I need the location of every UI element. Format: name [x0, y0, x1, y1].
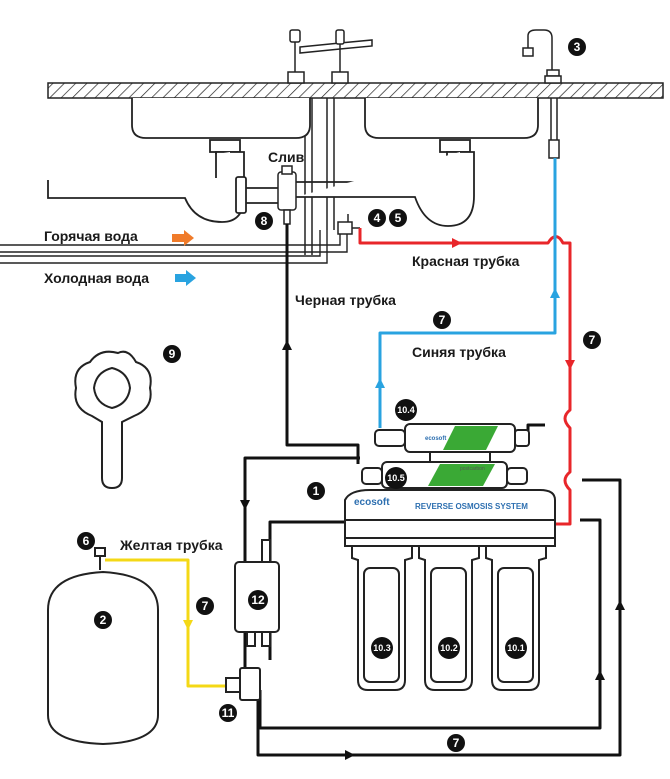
brand-logo: ecosoft: [354, 497, 390, 508]
red-tube-arrow-right: [452, 238, 462, 248]
svg-text:9: 9: [169, 347, 176, 361]
label-cold-water: Холодная вода: [44, 270, 149, 286]
marker-2: 2: [94, 611, 112, 629]
svg-text:2: 2: [100, 613, 107, 627]
black-tube-arrow-right-bottom: [345, 750, 355, 760]
svg-text:1: 1: [313, 484, 320, 498]
drain-saddle-clamp: [277, 165, 297, 225]
black-tube-arrow-up-right: [615, 600, 625, 610]
marker-5: 5: [389, 209, 407, 227]
drain-siphon-pipes: [47, 151, 475, 227]
black-tube-arrow-down: [240, 500, 250, 510]
feed-valve: [337, 214, 360, 235]
marker-1: 1: [307, 482, 325, 500]
marker-10-4: 10.4: [395, 399, 417, 421]
blue-tube-arrow-up-right: [550, 288, 560, 298]
label-red-tube: Красная трубка: [412, 253, 520, 269]
sink-bowls: [131, 98, 539, 153]
svg-text:6: 6: [83, 534, 90, 548]
storage-tank: [47, 547, 159, 746]
svg-text:7: 7: [453, 736, 460, 750]
marker-7-bottom: 7: [447, 734, 465, 752]
black-tube-arrow-up-right-2: [595, 670, 605, 680]
yellow-tube-arrow: [183, 620, 193, 630]
marker-9: 9: [163, 345, 181, 363]
marker-6: 6: [77, 532, 95, 550]
marker-7-red: 7: [583, 331, 601, 349]
tank-tee-connector: [225, 667, 261, 701]
blue-tube-arrow-up-left: [375, 378, 385, 388]
svg-text:10.3: 10.3: [373, 643, 391, 653]
svg-text:7: 7: [202, 599, 209, 613]
system-name: REVERSE OSMOSIS SYSTEM: [415, 502, 528, 511]
countertop: [47, 82, 664, 99]
label-black-tube: Черная трубка: [295, 292, 396, 308]
label-hot-water: Горячая вода: [44, 228, 138, 244]
marker-7-blue: 7: [433, 311, 451, 329]
svg-text:5: 5: [395, 211, 402, 225]
svg-text:10.5: 10.5: [387, 473, 405, 483]
post-carbon-label: postcarbon: [460, 466, 485, 472]
marker-8: 8: [255, 212, 273, 230]
svg-text:4: 4: [374, 211, 381, 225]
ro-filter-unit: [344, 489, 556, 691]
svg-text:8: 8: [261, 214, 268, 228]
hot-water-arrow: [172, 230, 194, 246]
marker-7-yellow: 7: [196, 597, 214, 615]
marker-11: 11: [219, 704, 237, 722]
supply-pipes: [0, 230, 348, 264]
membrane-green-band: [428, 464, 495, 486]
cold-water-arrow: [175, 270, 196, 286]
svg-text:7: 7: [439, 313, 446, 327]
red-tube-arrow-down: [565, 360, 575, 370]
black-tube-arrow-up: [282, 340, 292, 350]
svg-text:11: 11: [222, 706, 235, 720]
kitchen-faucet: [287, 29, 373, 255]
label-drain: Слив: [268, 149, 305, 165]
svg-text:10.1: 10.1: [507, 643, 525, 653]
svg-text:12: 12: [251, 593, 265, 607]
marker-10-2: 10.2: [438, 637, 460, 659]
post-carbon-brand: ecosoft: [425, 436, 446, 442]
svg-text:3: 3: [574, 40, 581, 54]
marker-4: 4: [368, 209, 386, 227]
svg-text:10.2: 10.2: [440, 643, 458, 653]
marker-3: 3: [568, 38, 586, 56]
label-yellow-tube: Желтая трубка: [119, 537, 223, 553]
marker-12: 12: [248, 590, 268, 610]
label-blue-tube: Синяя трубка: [412, 344, 506, 360]
marker-10-1: 10.1: [505, 637, 527, 659]
svg-text:7: 7: [589, 333, 596, 347]
marker-10-3: 10.3: [371, 637, 393, 659]
marker-10-5: 10.5: [385, 467, 407, 489]
svg-text:10.4: 10.4: [397, 405, 415, 415]
filter-wrench: [74, 350, 152, 490]
post-carbon-green-band: [443, 426, 498, 450]
